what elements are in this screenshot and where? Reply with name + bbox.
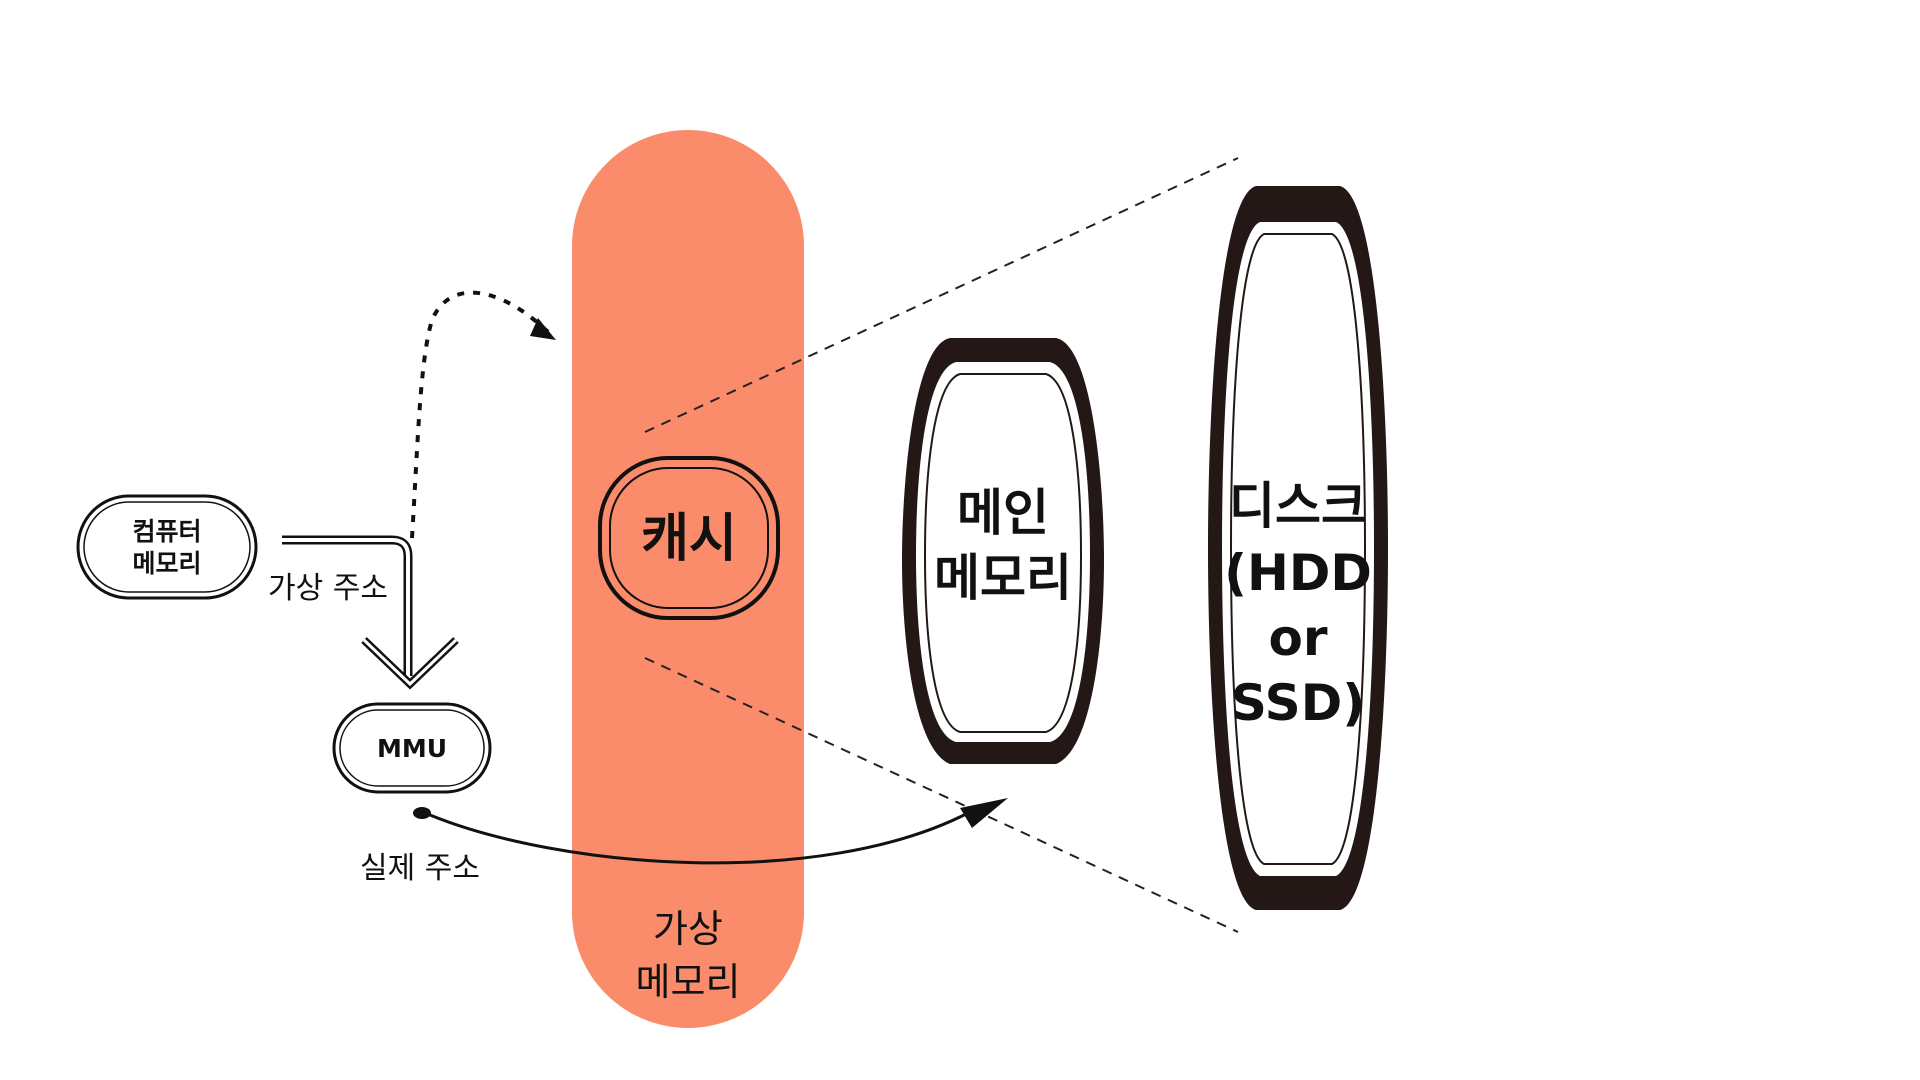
physical-address-arrow-tail-dot (413, 807, 431, 819)
computer-memory-outline-outer (76, 494, 258, 600)
mmu-outline-inner (339, 709, 485, 787)
disk-label-line2: (HDD (1224, 544, 1372, 602)
main-memory-drum-inner (916, 362, 1090, 742)
main-memory-label-line1: 메인 (957, 484, 1049, 542)
main-memory-node: 메인 메모리 (902, 338, 1104, 764)
cache-outline-outer (598, 456, 780, 620)
mmu-label: MMU (377, 734, 447, 763)
disk-label-line1: 디스크 (1229, 477, 1367, 535)
disk-node: 디스크 (HDD or SSD) (1208, 186, 1388, 910)
dotted-lookup-arrow (410, 290, 550, 539)
physical-address-arrow-line (429, 810, 971, 865)
computer-memory-label-line2: 메모리 (132, 549, 201, 578)
mmu-outline-outer (332, 702, 492, 794)
disk-label-line4: SSD) (1231, 674, 1365, 732)
cache-label: 캐시 (641, 509, 737, 569)
physical-address-label: 실제 주소 (360, 851, 480, 886)
physical-address-arrowhead (960, 798, 1008, 828)
main-memory-label-line2: 메모리 (934, 549, 1072, 607)
computer-memory-node: 컴퓨터 메모리 (76, 494, 258, 600)
cache-outline-inner (609, 467, 769, 609)
virtual-address-arrow-outer (282, 535, 413, 676)
zoom-line-bottom (644, 657, 1239, 933)
virtual-address-arrow-inner (282, 538, 410, 676)
dotted-lookup-arrowhead (530, 318, 556, 340)
virtual-address-arrow: 가상 주소 (268, 535, 459, 690)
virtual-memory-label-line2: 메모리 (636, 960, 741, 1004)
main-memory-drum-inner-rim (923, 373, 1083, 733)
mmu-node: MMU (332, 702, 492, 794)
computer-memory-label-line1: 컴퓨터 (132, 517, 201, 546)
disk-drum-inner (1222, 222, 1374, 876)
virtual-address-chevron-inner (362, 638, 458, 687)
computer-memory-outline-inner (83, 501, 251, 593)
disk-drum-inner-rim (1229, 233, 1367, 865)
virtual-address-label: 가상 주소 (268, 571, 388, 606)
disk-label-line3: or (1268, 609, 1327, 667)
zoom-lines (644, 157, 1239, 933)
cache-node: 캐시 (598, 456, 780, 620)
virtual-memory-label-line1: 가상 (653, 907, 723, 951)
physical-address-arrow: 실제 주소 (360, 798, 1008, 886)
zoom-line-top (644, 157, 1239, 433)
